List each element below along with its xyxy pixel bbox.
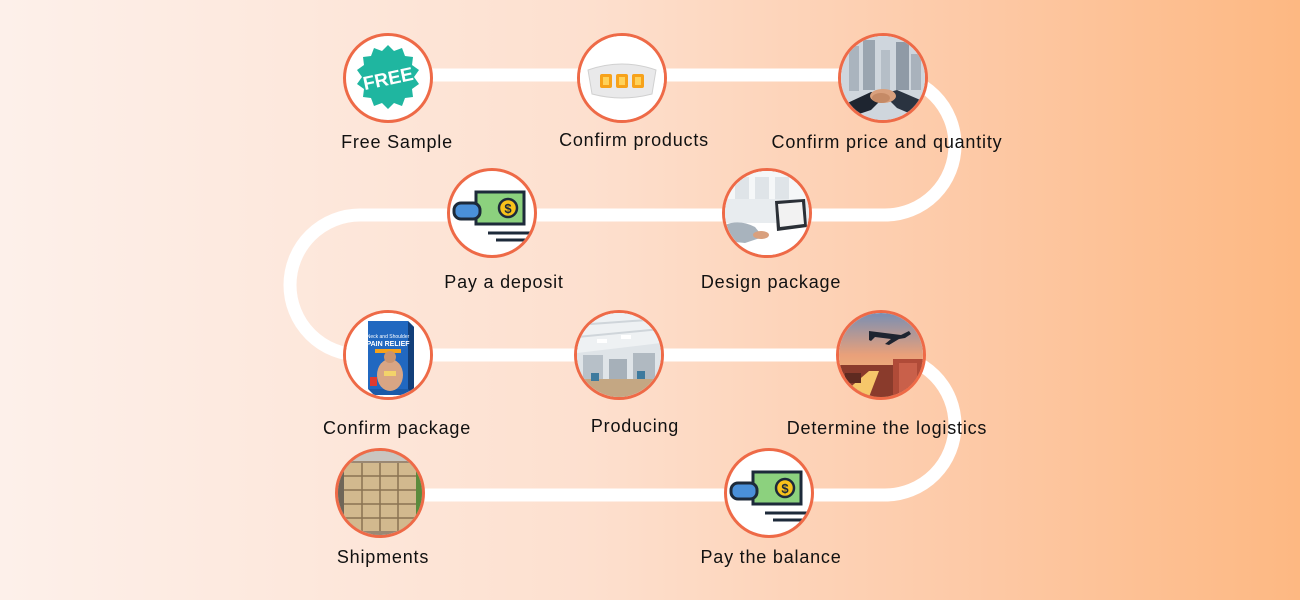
confirm-package-circle: Neck and Shoulder PAIN RELIEF <box>343 310 433 400</box>
svg-text:$: $ <box>504 201 512 216</box>
heat-patch-icon <box>580 36 664 120</box>
step-label: Confirm price and quantity <box>771 132 1003 152</box>
cartons-icon <box>338 451 422 535</box>
confirm-price-circle <box>838 33 928 123</box>
step-label: Design package <box>700 272 842 292</box>
airplane-logistics-icon <box>839 313 923 397</box>
shipments-circle <box>335 448 425 538</box>
producing-circle <box>574 310 664 400</box>
step-label: Determine the logistics <box>786 418 988 438</box>
step-label: Free Sample <box>341 132 453 152</box>
product-box-icon: Neck and Shoulder PAIN RELIEF <box>346 313 430 397</box>
pay-balance-circle: $ <box>724 448 814 538</box>
free-badge-icon: FREE <box>357 45 419 109</box>
factory-icon <box>577 313 661 397</box>
step-label: Pay a deposit <box>444 272 564 292</box>
step-label: Shipments <box>336 547 430 567</box>
laptop-work-icon <box>725 171 809 255</box>
money-hand-icon: $ <box>452 190 530 242</box>
design-package-circle <box>722 168 812 258</box>
step-label: Producing <box>590 416 680 436</box>
logistics-circle <box>836 310 926 400</box>
step-label: Confirm package <box>322 418 472 438</box>
confirm-products-circle <box>577 33 667 123</box>
svg-text:Neck and Shoulder: Neck and Shoulder <box>367 334 410 340</box>
handshake-icon <box>841 36 925 120</box>
step-label: Pay the balance <box>700 547 842 567</box>
box-text: PAIN RELIEF <box>366 341 410 348</box>
money-hand-icon: $ <box>729 470 807 522</box>
free-sample-circle: FREE <box>343 33 433 123</box>
step-label: Confirm products <box>559 130 709 150</box>
svg-text:$: $ <box>781 481 789 496</box>
pay-deposit-circle: $ <box>447 168 537 258</box>
